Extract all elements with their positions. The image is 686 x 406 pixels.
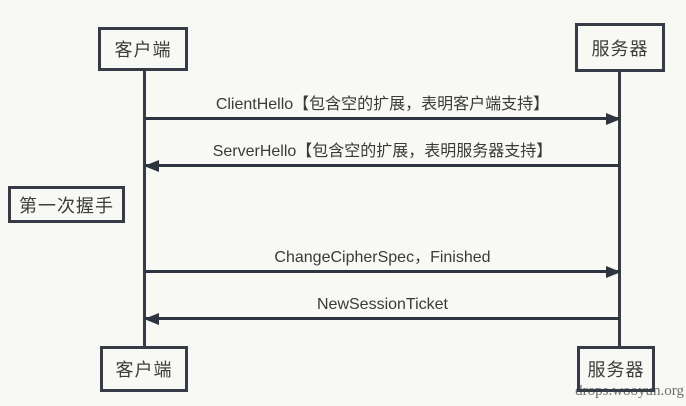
message-changecipherspec-line (145, 270, 620, 273)
message-changecipherspec: ChangeCipherSpec，Finished (145, 247, 621, 278)
client-lifeline (143, 71, 146, 348)
actor-box-client-bottom: 客户端 (100, 346, 188, 392)
message-clienthello: ClientHello【包含空的扩展，表明客户端支持】 (145, 94, 621, 125)
arrowhead-left-icon (144, 312, 159, 325)
actor-label-server-top: 服务器 (591, 38, 649, 59)
message-serverhello: ServerHello【包含空的扩展，表明服务器支持】 (144, 141, 620, 172)
actor-box-server-top: 服务器 (575, 23, 665, 72)
actor-box-client-top: 客户端 (98, 27, 188, 71)
arrowhead-right-icon (606, 112, 621, 125)
message-serverhello-label: ServerHello【包含空的扩展，表明服务器支持】 (212, 143, 553, 160)
actor-label-server-bottom: 服务器 (587, 360, 645, 380)
message-serverhello-line (145, 164, 620, 167)
actor-label-client-top: 客户端 (114, 40, 172, 60)
message-clienthello-label: ClientHello【包含空的扩展，表明客户端支持】 (215, 96, 550, 113)
phase-label: 第一次握手 (19, 195, 114, 216)
message-clienthello-line (145, 117, 620, 120)
message-newsessionticket: NewSessionTicket (144, 294, 620, 325)
phase-label-box: 第一次握手 (8, 186, 125, 223)
message-newsessionticket-label: NewSessionTicket (316, 296, 448, 313)
actor-label-client-bottom: 客户端 (115, 360, 173, 380)
message-changecipherspec-label: ChangeCipherSpec，Finished (274, 249, 491, 266)
server-lifeline (618, 72, 621, 348)
actor-box-server-bottom: 服务器 (577, 346, 655, 392)
message-newsessionticket-line (145, 317, 620, 320)
arrowhead-left-icon (144, 159, 159, 172)
arrowhead-right-icon (606, 265, 621, 278)
